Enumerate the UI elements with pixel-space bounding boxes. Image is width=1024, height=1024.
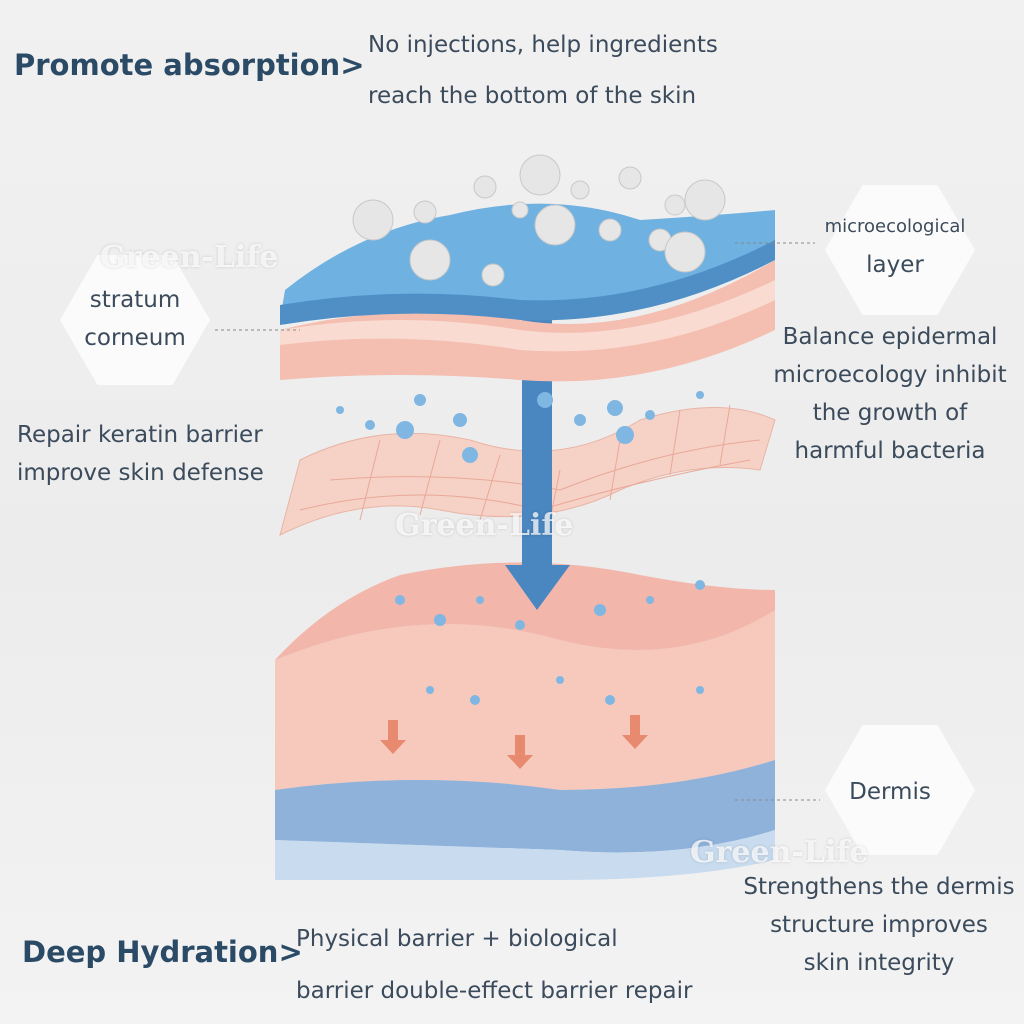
- repair-description: Repair keratin barrier improve skin defe…: [17, 416, 264, 492]
- stratum-corneum-label: stratum corneum: [60, 281, 210, 357]
- stratum-corneum-layer: [280, 203, 775, 382]
- ingredient-bubbles: [352, 154, 726, 287]
- label-line: layer: [866, 252, 924, 278]
- leader-lines: [215, 242, 820, 801]
- header-desc-line-1: No injections, help ingredients: [368, 32, 718, 58]
- header-title: Promote absorption>: [14, 48, 365, 82]
- footer-title: Deep Hydration>: [22, 935, 303, 969]
- footer-desc-line-2: barrier double-effect barrier repair: [296, 978, 693, 1004]
- hexagon-bg: [825, 725, 975, 855]
- label-line: stratum: [89, 287, 181, 313]
- watermark: Green-Life: [395, 508, 574, 543]
- label-line: the growth of: [812, 400, 968, 426]
- label-line: microecology inhibit: [773, 362, 1007, 388]
- footer-desc-line-1: Physical barrier + biological: [296, 926, 618, 952]
- small-droplets: [336, 391, 705, 705]
- label-line: Strengthens the dermis: [743, 874, 1015, 900]
- strengthens-description: Strengthens the dermis structure improve…: [735, 868, 1023, 982]
- dermis-block: [275, 562, 775, 880]
- label-line: microecological: [824, 216, 966, 237]
- watermark: Green-Life: [690, 835, 869, 870]
- watermark: Green-Life: [100, 240, 279, 275]
- label-line: Repair keratin barrier: [17, 422, 263, 448]
- label-line: structure improves: [770, 912, 988, 938]
- header-desc-line-2: reach the bottom of the skin: [368, 83, 697, 109]
- label-line: improve skin defense: [17, 460, 264, 486]
- label-line: skin integrity: [803, 950, 955, 976]
- microecological-label: microecological layer: [815, 208, 975, 284]
- label-line: harmful bacteria: [794, 438, 986, 464]
- dermis-label: Dermis: [849, 779, 931, 805]
- balance-description: Balance epidermal microecology inhibit t…: [755, 318, 1024, 470]
- label-line: corneum: [84, 325, 186, 351]
- label-line: Balance epidermal: [782, 324, 998, 350]
